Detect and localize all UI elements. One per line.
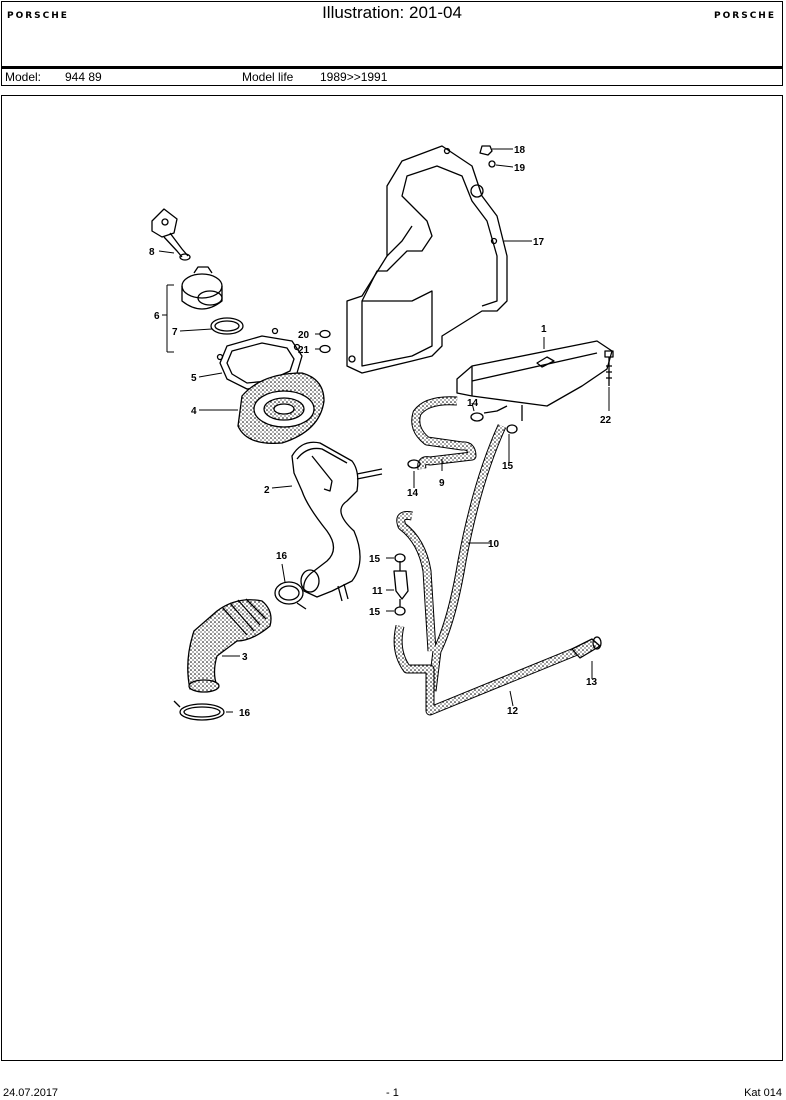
- callout-7: 7: [172, 327, 178, 338]
- callout-20: 20: [298, 330, 310, 341]
- callout-1: 1: [541, 324, 547, 335]
- callout-14a: 14: [407, 488, 419, 499]
- part-18-nut: [479, 145, 493, 156]
- callout-18: 18: [514, 145, 526, 156]
- part-13-fitting: [571, 636, 602, 659]
- footer-date: 24.07.2017: [3, 1087, 59, 1099]
- callout-14b: 14: [467, 398, 479, 409]
- callout-5: 5: [191, 373, 197, 384]
- callout-13: 13: [586, 677, 598, 688]
- header: PORSCHE Illustration: 201-04 PORSCHE: [1, 1, 783, 67]
- callout-15c: 15: [369, 607, 381, 618]
- callout-3: 3: [242, 652, 248, 663]
- callout-12: 12: [507, 706, 519, 717]
- part-1-tank: [456, 340, 613, 421]
- footer-catalog: Kat 014: [744, 1087, 782, 1099]
- part-14-clamp-b: [470, 412, 484, 422]
- model-life-value: 1989>>1991: [320, 70, 388, 84]
- callout-15b: 15: [369, 554, 381, 565]
- model-life-label: Model life: [242, 70, 294, 84]
- callout-17: 17: [533, 237, 545, 248]
- callout-8: 8: [149, 247, 155, 258]
- part-16-clamp-upper: [274, 581, 307, 610]
- callout-21: 21: [298, 345, 310, 356]
- page-title: Illustration: 201-04: [322, 3, 462, 22]
- callout-9: 9: [439, 478, 445, 489]
- part-15-clamp-c: [394, 606, 406, 616]
- model-value: 944 89: [65, 70, 102, 84]
- porsche-logo-left: PORSCHE: [7, 11, 69, 21]
- footer-page: - 1: [386, 1087, 399, 1099]
- part-15-clamp-b: [394, 553, 406, 563]
- part-7-seal: [210, 317, 244, 335]
- part-15-clamp-a: [506, 424, 518, 434]
- callout-15a: 15: [502, 461, 514, 472]
- porsche-logo-right: PORSCHE: [714, 11, 776, 21]
- model-label: Model:: [5, 70, 42, 84]
- callout-22: 22: [600, 415, 612, 426]
- part-16-clamp-lower: [173, 700, 225, 721]
- part-2-filler-pipe: [291, 441, 383, 602]
- part-12-hose: [393, 624, 579, 716]
- part-10-hose: [396, 424, 507, 692]
- part-6-filler-cap: [181, 266, 223, 310]
- callout-16a: 16: [276, 551, 288, 562]
- part-4-filler-housing: [237, 372, 325, 445]
- part-14-clamp-a: [407, 459, 421, 469]
- part-21-washer: [319, 344, 331, 354]
- part-9-hose: [411, 396, 477, 470]
- part-22-bolt: [604, 350, 614, 386]
- callout-19: 19: [514, 163, 526, 174]
- part-11-valve: [393, 561, 409, 607]
- parts-diagram: 1 2 3 4 5 6 7 8 9 10 11 12 13 14 14 15 1…: [149, 145, 614, 721]
- callout-6: 6: [154, 311, 160, 322]
- diagram-frame: 1 2 3 4 5 6 7 8 9 10 11 12 13 14 14 15 1…: [1, 95, 783, 1061]
- model-bar: Model: 944 89 Model life 1989>>1991: [1, 67, 783, 86]
- callout-10: 10: [488, 539, 500, 550]
- callout-16b: 16: [239, 708, 251, 719]
- part-3-bellows-hose: [187, 598, 272, 693]
- callout-4: 4: [191, 406, 197, 417]
- part-20-nut: [319, 329, 331, 339]
- callout-2: 2: [264, 485, 270, 496]
- callout-11: 11: [372, 586, 383, 597]
- part-19-washer: [488, 160, 496, 168]
- part-8-cap-key: [151, 208, 191, 261]
- part-17-duct: [346, 145, 508, 374]
